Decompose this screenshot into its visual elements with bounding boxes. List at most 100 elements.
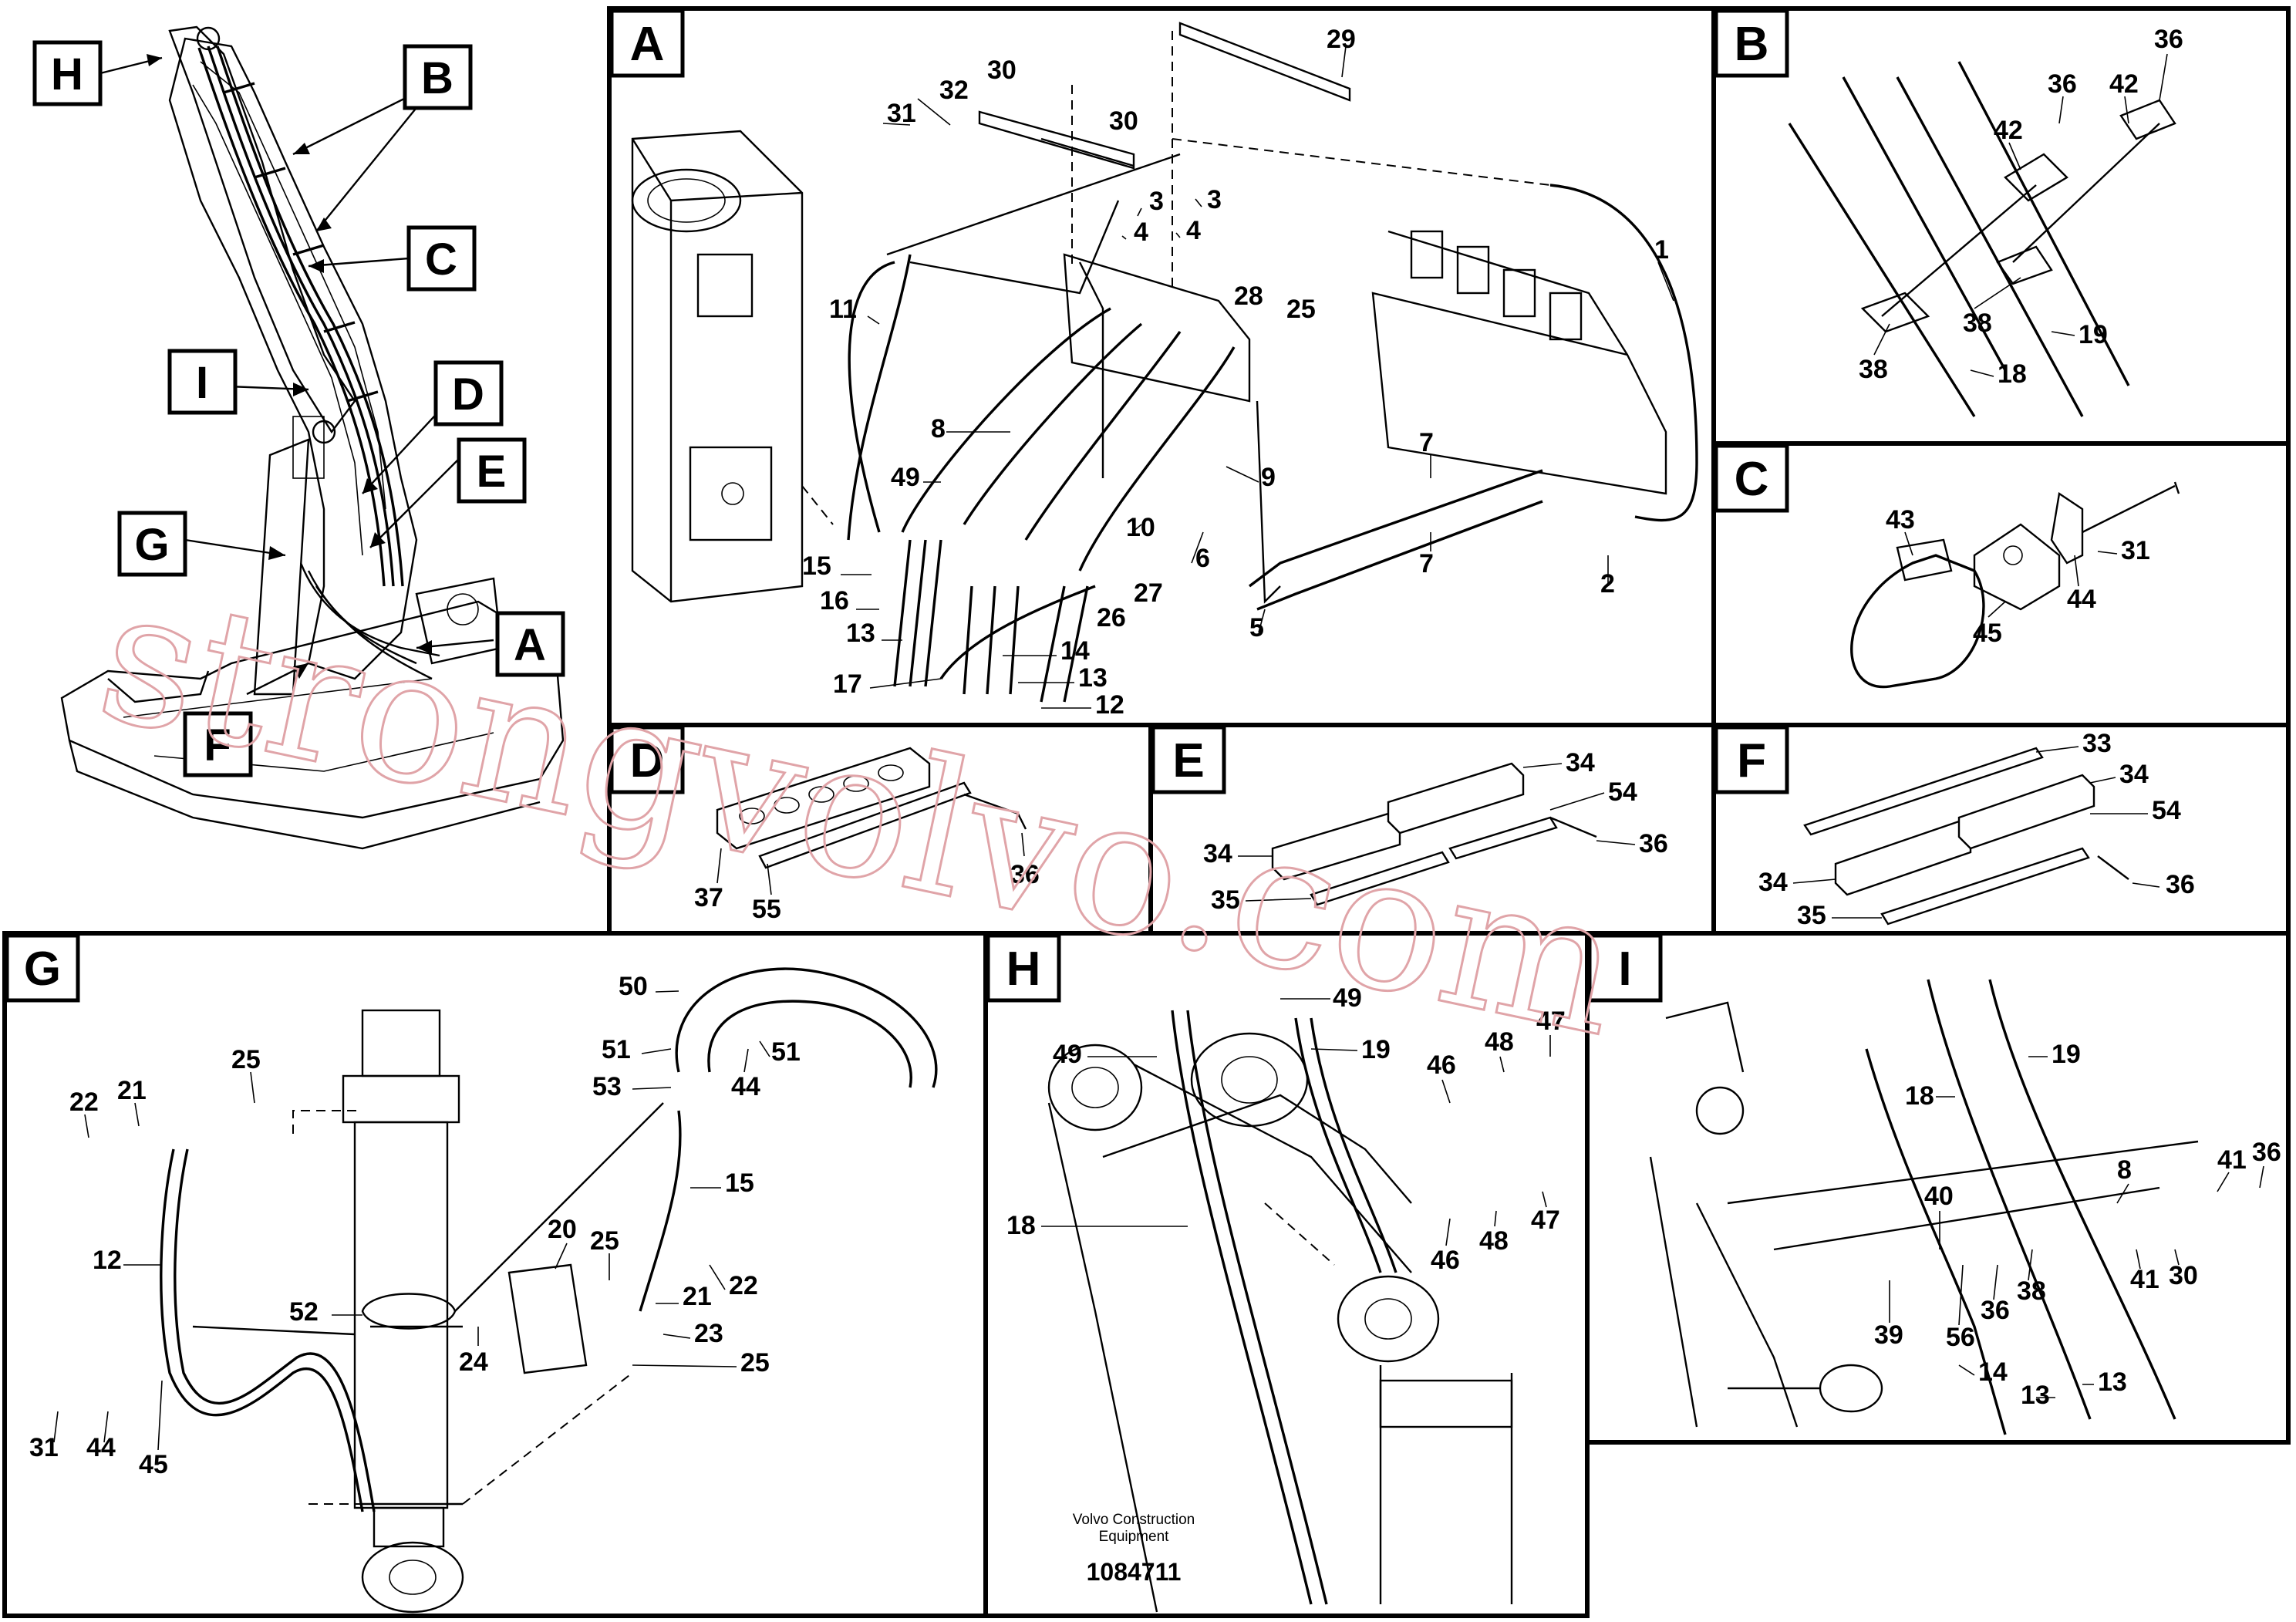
svg-text:E: E xyxy=(1172,734,1204,787)
callout-13: 13 xyxy=(2098,1367,2127,1397)
callout-44: 44 xyxy=(86,1433,116,1462)
panel-B-callouts: 36 36 42 42 38 38 19 18 xyxy=(1859,25,2183,389)
overview-tags: H B C I D E G A F xyxy=(32,40,565,777)
callout-10: 10 xyxy=(1126,513,1155,542)
callout-25: 25 xyxy=(1286,295,1316,324)
panel-H-callouts: 49 49 19 18 47 48 46 48 46 47 xyxy=(1006,983,1566,1275)
panel-label-A: A xyxy=(609,8,685,78)
callout-6: 6 xyxy=(1195,544,1210,573)
overview-tag-G: G xyxy=(117,511,187,577)
panel-H-drawing xyxy=(1047,1010,1513,1613)
panel-I-drawing xyxy=(1649,979,2199,1435)
panel-I-callouts: 19 18 36 41 40 8 38 36 56 39 14 13 13 41… xyxy=(1874,1040,2281,1410)
panel-label-B: B xyxy=(1714,8,1789,78)
overview-tag-F: F xyxy=(183,711,253,777)
callout-44: 44 xyxy=(731,1072,760,1101)
callout-34: 34 xyxy=(1566,748,1595,777)
panel-D-callouts: 37 55 36 xyxy=(694,832,1040,924)
panel-G-callouts: 25 22 21 12 31 44 45 52 24 20 25 23 25 2… xyxy=(29,972,801,1479)
callout-42: 42 xyxy=(2109,69,2139,99)
callout-8: 8 xyxy=(2117,1155,2132,1185)
callout-18: 18 xyxy=(1905,1081,1934,1111)
callout-51: 51 xyxy=(602,1035,631,1064)
overview-tag-H: H xyxy=(32,40,103,106)
callout-49: 49 xyxy=(1053,1040,1082,1069)
callout-40: 40 xyxy=(1924,1182,1954,1211)
callout-53: 53 xyxy=(592,1072,622,1101)
callout-34: 34 xyxy=(2119,760,2149,789)
panel-D-drawing xyxy=(716,747,1027,869)
callout-32: 32 xyxy=(939,76,969,105)
callout-22: 22 xyxy=(729,1271,758,1300)
callout-14: 14 xyxy=(1978,1357,2008,1387)
panel-label-H: H xyxy=(986,933,1061,1003)
svg-text:F: F xyxy=(1737,734,1766,787)
callout-52: 52 xyxy=(289,1297,319,1327)
svg-text:A: A xyxy=(514,620,546,670)
svg-text:G: G xyxy=(134,520,169,570)
callout-33: 33 xyxy=(2082,729,2112,758)
panel-label-E: E xyxy=(1151,725,1226,794)
svg-text:F: F xyxy=(204,720,231,771)
callout-29: 29 xyxy=(1327,25,1356,54)
callout-43: 43 xyxy=(1886,505,1915,534)
callout-34: 34 xyxy=(1203,839,1232,868)
callout-19: 19 xyxy=(2079,320,2108,349)
callout-38: 38 xyxy=(1859,355,1888,384)
callout-28: 28 xyxy=(1234,282,1263,311)
svg-text:B: B xyxy=(1735,18,1769,71)
callout-45: 45 xyxy=(1973,619,2002,648)
callout-22: 22 xyxy=(69,1088,99,1117)
callout-46: 46 xyxy=(1427,1050,1456,1080)
diagram-footer: Volvo Construction Equipment 1084711 xyxy=(1033,1512,1234,1587)
callout-41: 41 xyxy=(2217,1145,2247,1175)
panel-C-callouts: 43 31 44 45 xyxy=(1886,505,2150,648)
svg-text:H: H xyxy=(1006,943,1041,996)
callout-3: 3 xyxy=(1207,185,1222,214)
svg-text:G: G xyxy=(24,943,61,996)
svg-text:I: I xyxy=(1618,943,1631,996)
callout-38: 38 xyxy=(2017,1276,2046,1306)
callout-49: 49 xyxy=(891,463,920,492)
panel-label-C: C xyxy=(1714,443,1789,513)
callout-54: 54 xyxy=(1608,777,1637,807)
panel-A-drawing xyxy=(631,22,1698,703)
callout-9: 9 xyxy=(1261,463,1276,492)
callout-23: 23 xyxy=(694,1319,723,1348)
callout-41: 41 xyxy=(2130,1265,2159,1294)
callout-46: 46 xyxy=(1431,1246,1460,1275)
callout-13: 13 xyxy=(2021,1381,2050,1410)
callout-25: 25 xyxy=(740,1348,770,1378)
callout-5: 5 xyxy=(1249,613,1264,642)
callout-45: 45 xyxy=(139,1450,168,1479)
callout-36: 36 xyxy=(2166,870,2195,899)
callout-56: 56 xyxy=(1946,1323,1975,1352)
callout-15: 15 xyxy=(802,551,831,581)
callout-34: 34 xyxy=(1758,868,1788,897)
callout-35: 35 xyxy=(1797,901,1826,930)
panel-F-drawing xyxy=(1803,747,2129,926)
callout-31: 31 xyxy=(29,1433,59,1462)
svg-text:D: D xyxy=(452,369,484,420)
callout-13: 13 xyxy=(1078,663,1108,693)
callout-25: 25 xyxy=(231,1045,261,1074)
callout-18: 18 xyxy=(1998,359,2027,389)
callout-49: 49 xyxy=(1333,983,1362,1013)
callout-18: 18 xyxy=(1006,1211,1036,1240)
svg-text:I: I xyxy=(196,358,208,408)
overview-tag-B: B xyxy=(403,44,473,110)
callout-35: 35 xyxy=(1211,885,1240,915)
panel-label-G: G xyxy=(5,933,80,1003)
panel-label-D: D xyxy=(609,725,685,794)
callout-36: 36 xyxy=(1981,1296,2010,1325)
callout-36: 36 xyxy=(2252,1138,2281,1167)
callout-36: 36 xyxy=(1010,860,1040,889)
callout-48: 48 xyxy=(1479,1226,1509,1256)
panel-F-callouts: 33 34 54 34 36 35 xyxy=(1758,729,2195,930)
callout-7: 7 xyxy=(1419,549,1434,578)
callout-19: 19 xyxy=(1361,1035,1391,1064)
publisher-line-2: Equipment xyxy=(1098,1529,1169,1545)
callout-31: 31 xyxy=(2121,536,2150,565)
callout-50: 50 xyxy=(619,972,648,1001)
